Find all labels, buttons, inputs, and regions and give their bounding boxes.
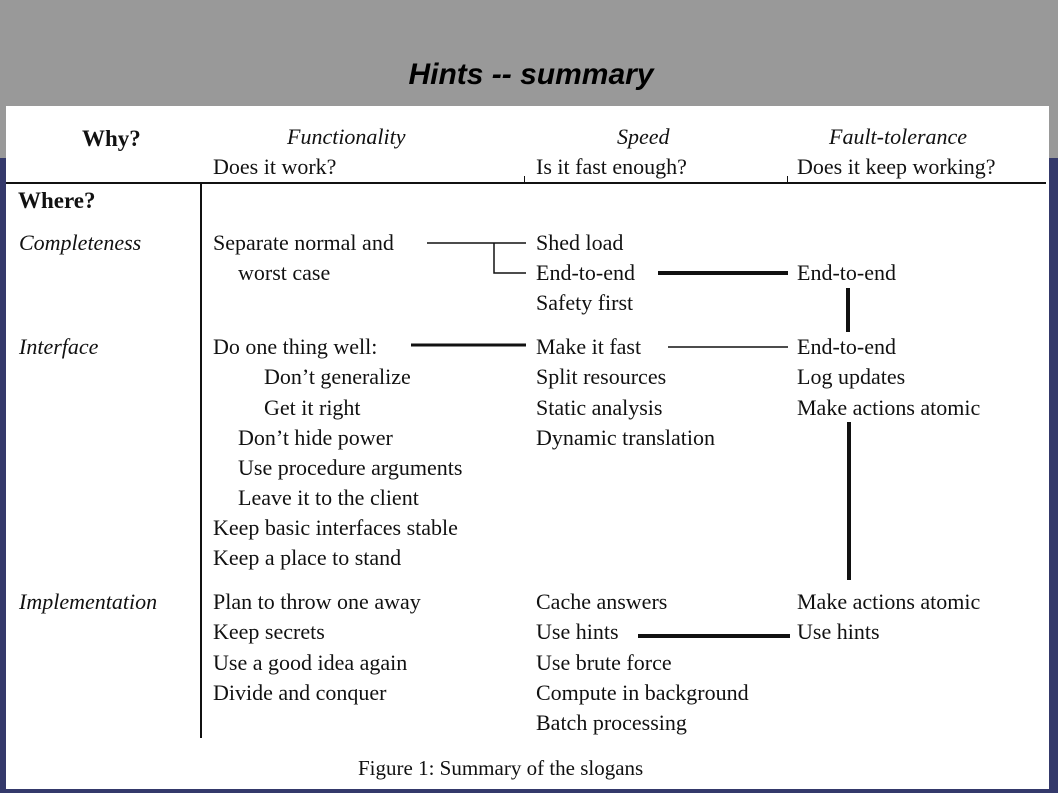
slogan: Get it right	[264, 395, 361, 420]
slogan: Cache answers	[536, 589, 668, 614]
why-label: Why?	[82, 126, 141, 151]
row-label-implementation: Implementation	[19, 589, 158, 614]
slogan: Don’t generalize	[264, 364, 411, 389]
slogan: Make it fast	[536, 334, 642, 359]
slogan: Don’t hide power	[238, 425, 393, 450]
column-header-functionality: Functionality	[287, 124, 406, 149]
header-tick	[787, 176, 788, 184]
header-tick	[524, 176, 525, 184]
slogan: Make actions atomic	[797, 589, 981, 614]
slogan: Leave it to the client	[238, 485, 419, 510]
slogan: Use procedure arguments	[238, 455, 463, 480]
slogan: Log updates	[797, 364, 906, 389]
slogan: Use hints	[536, 619, 619, 644]
column-question-fault-tolerance: Does it keep working?	[797, 154, 996, 179]
slogan: End-to-end	[797, 260, 896, 285]
slogan: Use brute force	[536, 650, 672, 675]
slogan: Batch processing	[536, 710, 687, 735]
slogan: Make actions atomic	[797, 395, 981, 420]
row-label-interface: Interface	[19, 334, 99, 359]
column-question-speed: Is it fast enough?	[536, 154, 687, 179]
slogan: Static analysis	[536, 395, 663, 420]
slogan: End-to-end	[797, 334, 896, 359]
header-rule	[6, 182, 1046, 184]
slogan: Divide and conquer	[213, 680, 387, 705]
slogan: Compute in background	[536, 680, 749, 705]
slogan: End-to-end	[536, 260, 635, 285]
column-header-speed: Speed	[617, 124, 670, 149]
slogan: Keep a place to stand	[213, 545, 402, 570]
slogan: Split resources	[536, 364, 667, 389]
where-label: Where?	[18, 188, 96, 213]
slogan: Shed load	[536, 230, 624, 255]
slogan-connectors	[411, 242, 851, 638]
slogan: Keep secrets	[213, 619, 325, 644]
column-question-functionality: Does it work?	[213, 154, 337, 179]
slogan: Use hints	[797, 619, 880, 644]
slogan: Plan to throw one away	[213, 589, 421, 614]
slogan: Separate normal and	[213, 230, 394, 255]
figure-caption: Figure 1: Summary of the slogans	[358, 756, 644, 780]
slide-title: Hints -- summary	[408, 58, 654, 91]
row-label-divider	[200, 182, 202, 738]
slogan: Do one thing well:	[213, 334, 378, 359]
slogan: worst case	[238, 260, 331, 285]
column-header-fault-tolerance: Fault-tolerance	[829, 124, 968, 149]
slogan-summary-figure: Why? Functionality Does it work? Speed I…	[6, 106, 1049, 789]
slogan: Keep basic interfaces stable	[213, 515, 458, 540]
connector-thin	[493, 243, 526, 274]
row-label-completeness: Completeness	[19, 230, 142, 255]
slogan: Dynamic translation	[536, 425, 716, 450]
slogan: Safety first	[536, 290, 634, 315]
slogan: Use a good idea again	[213, 650, 408, 675]
